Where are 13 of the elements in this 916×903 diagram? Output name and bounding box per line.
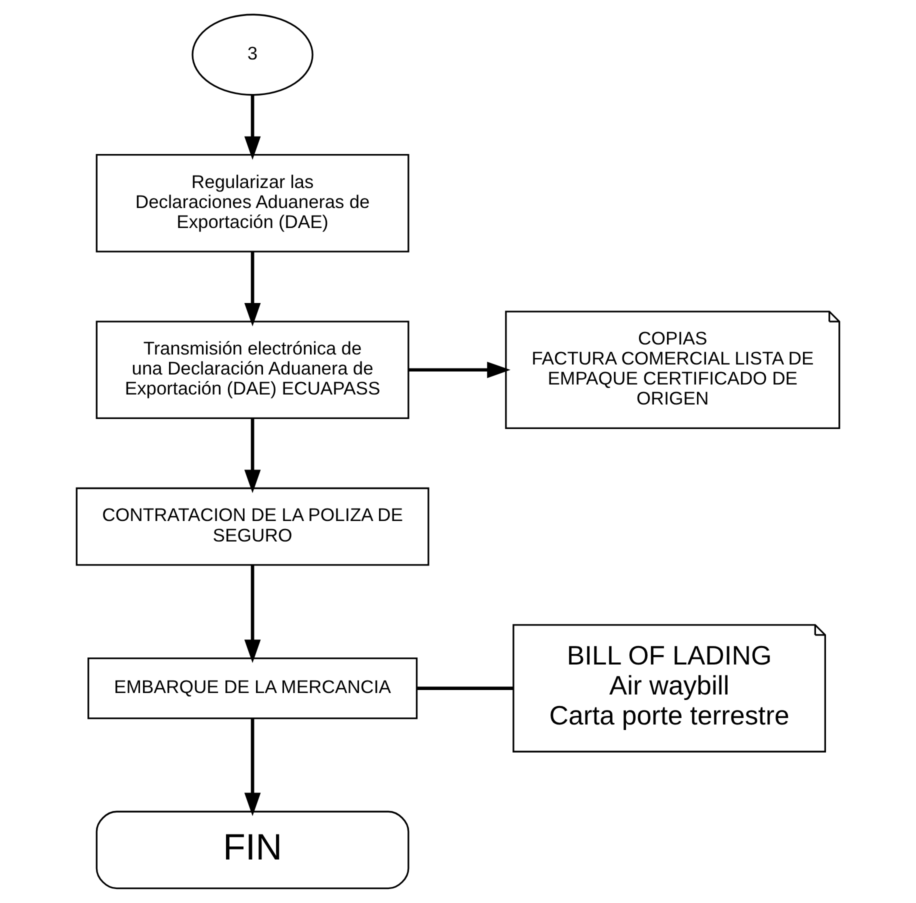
- arrow: [244, 719, 261, 816]
- arrow: [244, 564, 261, 664]
- node-box: CONTRATACION DE LA POLIZA DE SEGURO: [76, 487, 430, 566]
- arrow: [244, 418, 261, 494]
- node-box: FIN: [96, 810, 410, 890]
- node-box: Transmisión electrónica de una Declaración Aduanera de Exportación (DAE) ECUAPASS: [96, 320, 410, 420]
- node-ellipse: 3: [192, 14, 314, 96]
- arrow: [244, 95, 261, 160]
- arrow: [408, 362, 510, 378]
- node-box: Regularizar las Declaraciones Aduaneras de Exportación (DAE): [96, 154, 410, 252]
- node-box: EMBARQUE DE LA MERCANCIA: [88, 657, 418, 720]
- connector: [416, 686, 514, 690]
- arrow: [244, 252, 261, 326]
